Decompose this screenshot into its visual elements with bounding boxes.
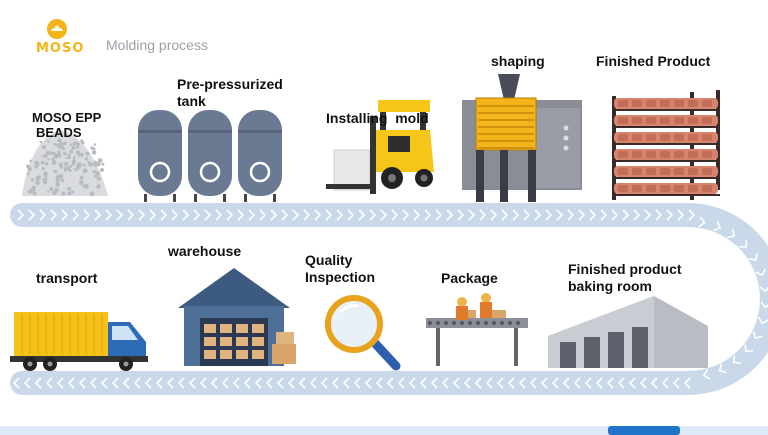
pressure-tank-icon <box>138 110 282 202</box>
product-rack-icon <box>612 90 720 200</box>
stage-label-baking-line2: baking room <box>568 278 682 295</box>
packaging-line-icon <box>426 293 528 366</box>
stage-label-baking: Finished product baking room <box>568 261 682 295</box>
stage-label-warehouse: warehouse <box>168 243 241 260</box>
stage-label-beads-line2: BEADS <box>32 125 101 140</box>
moso-logo-icon <box>47 19 67 39</box>
stage-label-package: Package <box>441 270 498 287</box>
stage-label-shaping-line1: shaping <box>491 53 545 70</box>
magnifier-icon <box>328 298 396 366</box>
stage-label-baking-line1: Finished product <box>568 261 682 278</box>
stage-label-warehouse-line1: warehouse <box>168 243 241 260</box>
stage-label-beads: MOSO EPP BEADS <box>32 110 101 140</box>
truck-icon <box>10 312 148 371</box>
logo-text: MOSO <box>36 41 84 56</box>
page-title: Molding process <box>106 37 208 53</box>
baking-room-icon <box>548 296 708 368</box>
stage-label-inspection-line1: Quality <box>305 252 375 269</box>
scroll-thumb[interactable] <box>608 426 680 435</box>
stage-label-tank-line2: tank <box>177 93 283 110</box>
stage-label-transport: transport <box>36 270 97 287</box>
stage-label-shaping: shaping <box>491 53 545 70</box>
stage-label-transport-line1: transport <box>36 270 97 287</box>
stage-label-beads-line1: MOSO EPP <box>32 110 101 125</box>
stage-label-mold: Installing mold <box>326 76 429 144</box>
warehouse-icon <box>178 268 296 366</box>
stage-label-tank-line1: Pre-pressurized <box>177 76 283 93</box>
shaping-machine-icon <box>462 74 582 202</box>
stage-label-inspection-line2: Inspection <box>305 269 375 286</box>
stage-label-tank: Pre-pressurized tank <box>177 76 283 110</box>
stage-label-mold-line1: Installing mold <box>326 110 429 127</box>
stage-label-package-line1: Package <box>441 270 498 287</box>
stage-label-finished-line1: Finished Product <box>596 53 710 70</box>
stage-label-inspection: Quality Inspection <box>305 252 375 286</box>
stage-label-finished: Finished Product <box>596 53 710 70</box>
